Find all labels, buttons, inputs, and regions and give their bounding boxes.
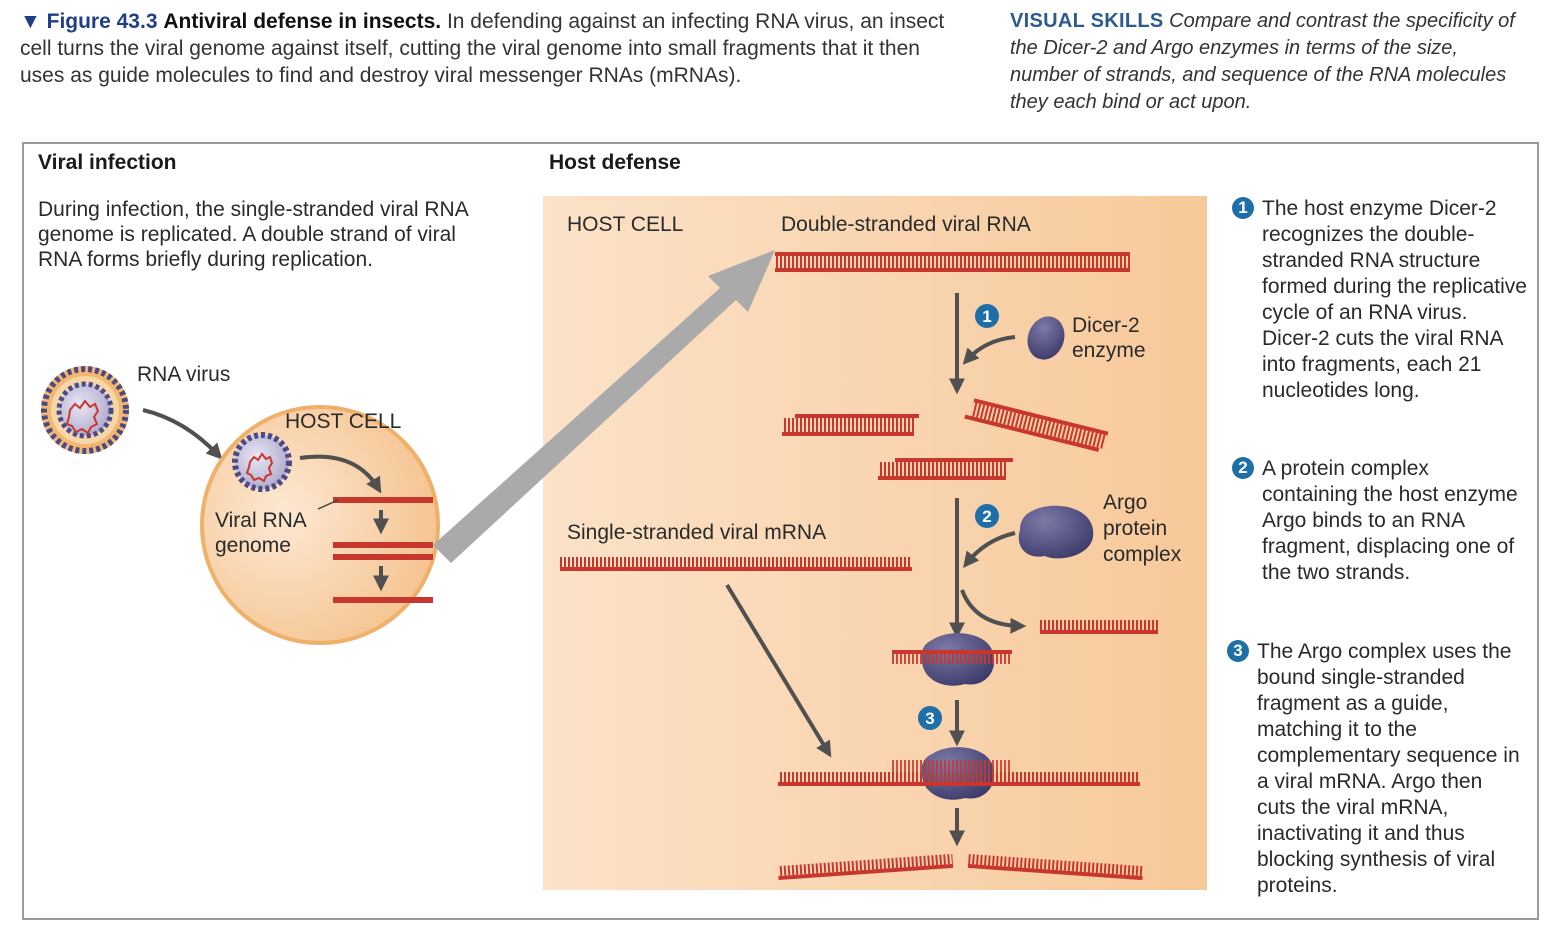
diagram-badge-1: 1 xyxy=(975,304,999,328)
viral-infection-description: During infection, the single-stranded vi… xyxy=(38,198,468,271)
infection-arrow xyxy=(142,408,223,460)
step-1: 1 The host enzyme Dicer-2 recognizes the… xyxy=(1232,196,1528,404)
mrna-to-argo-arrow xyxy=(725,583,832,758)
ds-rna-strand-bottom xyxy=(333,554,433,560)
step-1-badge: 1 xyxy=(1232,197,1254,219)
rna-fragment-right xyxy=(964,398,1109,452)
rna-virus xyxy=(41,366,129,454)
ds-rna-label: Double-stranded viral RNA xyxy=(781,213,1031,236)
cleaved-mrna-right xyxy=(967,853,1144,881)
step-3: 3 The Argo complex uses the bound single… xyxy=(1227,639,1523,899)
argo-join-arrow xyxy=(963,531,1016,569)
argo-label-1: Argo xyxy=(1103,491,1148,514)
dicer-label-2: enzyme xyxy=(1072,339,1146,362)
viral-infection-heading: Viral infection xyxy=(38,151,177,174)
diagram-badge-3: 3 xyxy=(918,706,942,730)
host-cell-label-right: HOST CELL xyxy=(567,213,684,236)
host-defense-heading: Host defense xyxy=(549,151,681,174)
figure-frame xyxy=(22,142,1539,920)
step-2-badge: 2 xyxy=(1232,457,1254,479)
displaced-strand xyxy=(1040,620,1158,634)
host-cell-label-left: HOST CELL xyxy=(285,410,402,433)
genome-leader-line xyxy=(317,499,339,510)
visual-skills: VISUAL SKILLS Compare and contrast the s… xyxy=(1010,8,1530,116)
displaced-strand-arrow xyxy=(960,589,1027,634)
argo-label-3: complex xyxy=(1103,543,1182,566)
svg-text:1: 1 xyxy=(982,307,991,326)
ds-rna-strand-top xyxy=(333,542,433,548)
step-2-text: A protein complex containing the host en… xyxy=(1262,457,1518,584)
argo-on-mrna xyxy=(778,747,1140,800)
figure-caption: ▼ Figure 43.3 Antiviral defense in insec… xyxy=(20,8,950,89)
dicer-label-1: Dicer-2 xyxy=(1072,314,1140,337)
step-3-badge: 3 xyxy=(1227,640,1249,662)
dicer-join-arrow xyxy=(962,335,1016,365)
svg-text:2: 2 xyxy=(982,507,991,526)
ss-mrna-label: Single-stranded viral mRNA xyxy=(567,521,827,544)
step-1-text: The host enzyme Dicer-2 recognizes the d… xyxy=(1262,197,1527,402)
new-rna-strand xyxy=(333,597,433,603)
visual-skills-label: VISUAL SKILLS xyxy=(1010,10,1164,32)
dicer-2-enzyme xyxy=(1027,316,1065,360)
figure-title: Antiviral defense in insects. xyxy=(163,10,442,33)
rna-virus-label: RNA virus xyxy=(137,363,231,386)
viral-rna-strand xyxy=(333,497,433,503)
ds-viral-rna xyxy=(775,252,1130,272)
step-3-text: The Argo complex uses the bound single-s… xyxy=(1257,640,1520,897)
argo-label-2: protein xyxy=(1103,517,1168,540)
virus-in-cell xyxy=(232,432,292,492)
visual-skills-text: Compare and contrast the specificity of … xyxy=(1010,10,1515,113)
figure-number: ▼ Figure 43.3 xyxy=(20,10,158,33)
step-2: 2 A protein complex containing the host … xyxy=(1232,456,1528,586)
rna-fragment-middle xyxy=(878,458,1013,480)
cleaved-mrna-left xyxy=(777,853,954,881)
rna-fragment-left xyxy=(782,414,919,436)
replication-arrow xyxy=(299,454,382,494)
viral-rna-genome-label-2: genome xyxy=(215,534,291,557)
argo-protein-complex xyxy=(1018,505,1094,559)
figure-caption-text: In defending against an infecting RNA vi… xyxy=(20,10,945,87)
zoom-arrow xyxy=(433,250,775,563)
diagram-badge-2: 2 xyxy=(975,504,999,528)
svg-text:3: 3 xyxy=(925,709,934,728)
argo-bound-fragment xyxy=(892,633,1012,686)
ss-viral-mrna xyxy=(560,557,912,571)
viral-rna-genome-label-1: Viral RNA xyxy=(215,509,307,532)
